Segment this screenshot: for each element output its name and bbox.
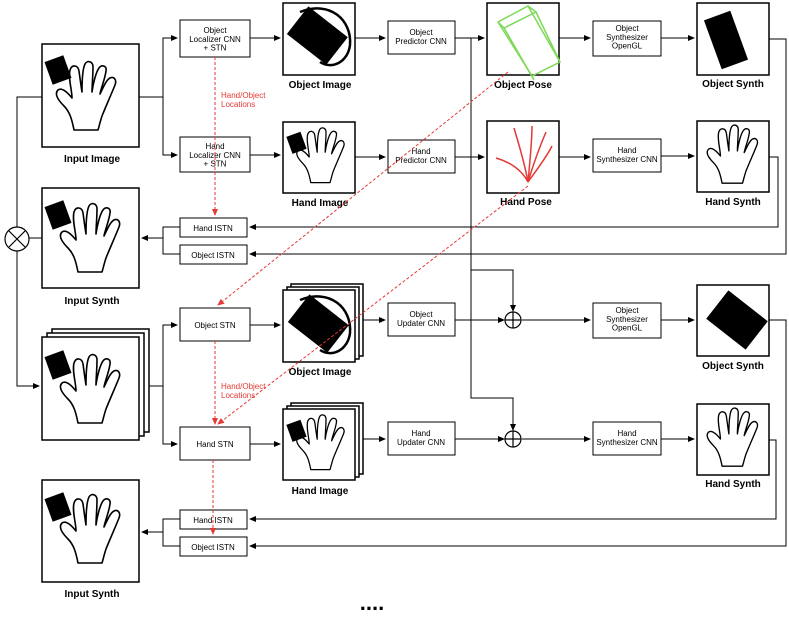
add-node-hand	[504, 430, 522, 448]
add-node-object	[504, 311, 522, 329]
object-stn-box: Object STN	[179, 307, 251, 342]
object-synth-caption-bottom: Object Synth	[702, 361, 764, 372]
hand-synth-tile-bottom	[696, 403, 770, 476]
hand-image-caption-bottom: Hand Image	[292, 486, 349, 497]
object-istn-box-bottom: Object ISTN	[179, 536, 248, 557]
input-synth-caption-bottom: Input Synth	[65, 589, 120, 600]
object-istn-label-bottom: Object ISTN	[191, 543, 235, 552]
hand-istn-box-top: Hand ISTN	[179, 217, 248, 238]
hand-stn-box: Hand STN	[179, 426, 251, 461]
continuation-dots: ....	[360, 590, 384, 615]
stacked-input-tile	[41, 328, 150, 441]
object-image-tile-bottom	[282, 283, 364, 363]
object-synth-caption-top: Object Synth	[702, 79, 764, 90]
input-synth-tile-bottom	[41, 479, 140, 583]
object-pose-tile	[486, 2, 562, 81]
connection-wires	[16, 35, 787, 549]
input-image-caption: Input Image	[64, 154, 121, 165]
hand-stn-label: Hand STN	[196, 440, 234, 449]
location-arrows	[210, 57, 529, 535]
object-stn-label: Object STN	[194, 321, 236, 330]
hand-istn-label-top: Hand ISTN	[193, 224, 233, 233]
input-image-tile	[41, 43, 140, 148]
hand-pose-tile	[486, 120, 560, 194]
hand-synth-caption-bottom: Hand Synth	[705, 479, 761, 490]
hand-image-tile-bottom	[282, 402, 364, 481]
object-synth-tile-top	[696, 2, 770, 76]
object-image-tile-top	[282, 2, 356, 76]
input-synth-tile-mid	[41, 187, 140, 289]
hand-image-caption-top: Hand Image	[292, 198, 349, 209]
object-image-caption-top: Object Image	[289, 80, 352, 91]
object-istn-box-top: Object ISTN	[179, 244, 248, 265]
input-synth-caption-mid: Input Synth	[65, 296, 120, 307]
object-image-caption-bottom: Object Image	[289, 367, 352, 378]
hand-image-tile-top	[282, 121, 356, 194]
hand-synth-caption-top: Hand Synth	[705, 197, 761, 208]
multiply-node	[4, 226, 30, 252]
object-pose-caption: Object Pose	[494, 80, 552, 91]
object-synth-tile-bottom	[696, 284, 770, 357]
hand-synth-tile-top	[696, 120, 770, 193]
object-istn-label-top: Object ISTN	[191, 251, 235, 260]
hand-pose-caption: Hand Pose	[500, 197, 552, 208]
